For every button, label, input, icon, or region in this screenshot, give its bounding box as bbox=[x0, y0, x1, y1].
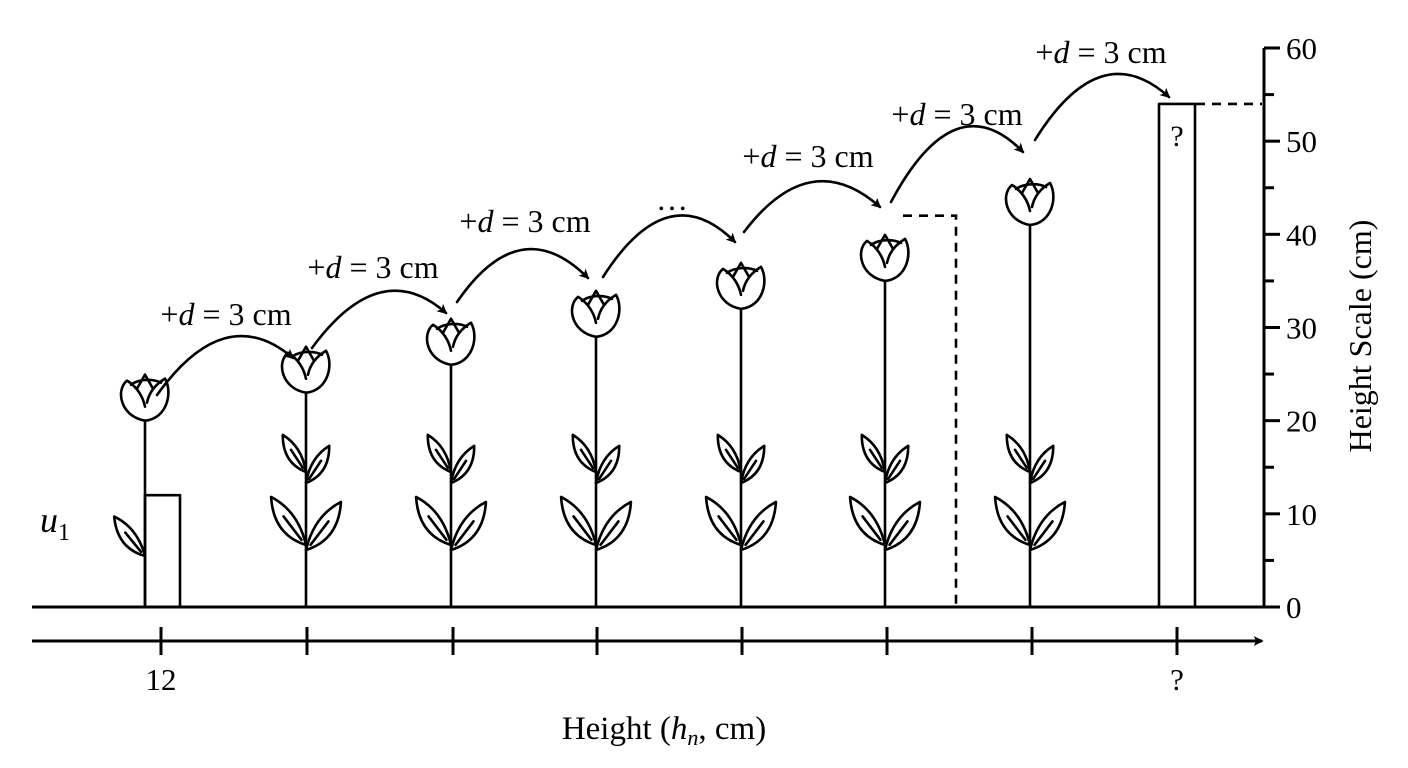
leaf-icon bbox=[269, 495, 308, 547]
difference-arrow bbox=[1033, 72, 1171, 142]
leaf-icon bbox=[281, 433, 308, 474]
difference-arrows bbox=[155, 72, 1171, 397]
leaf-icon bbox=[883, 500, 922, 552]
tulip-flower-icon bbox=[715, 261, 766, 311]
difference-arrow bbox=[742, 179, 882, 234]
difference-label: +d = 3 cm bbox=[1035, 34, 1166, 70]
leaf-icon bbox=[704, 495, 743, 547]
leaf-icon bbox=[449, 444, 476, 485]
leaf-icon bbox=[860, 433, 887, 474]
height-scale-title: Height Scale (cm) bbox=[1342, 220, 1378, 453]
tulip-flower-icon bbox=[1004, 177, 1055, 227]
leaf-icon bbox=[594, 500, 633, 552]
plant-7 bbox=[993, 177, 1067, 609]
height-scale-tick-label: 10 bbox=[1286, 497, 1317, 532]
difference-label: +d = 3 cm bbox=[742, 138, 873, 174]
leaf-icon bbox=[571, 433, 598, 474]
plant-3 bbox=[414, 317, 488, 609]
plant-6 bbox=[848, 233, 922, 609]
tulip-flower-icon bbox=[570, 289, 621, 339]
height-scale-tick-label: 0 bbox=[1286, 590, 1302, 625]
leaf-icon bbox=[449, 500, 488, 552]
difference-arrow bbox=[310, 289, 448, 350]
difference-label: +d = 3 cm bbox=[307, 249, 438, 285]
difference-arrow bbox=[455, 247, 590, 304]
leaf-icon bbox=[1028, 500, 1067, 552]
height-scale-ticks bbox=[1264, 46, 1280, 609]
leaf-icon bbox=[304, 500, 343, 552]
leaf-icon bbox=[993, 495, 1032, 547]
reference-dashed-line bbox=[903, 214, 958, 607]
height-scale-tick-label: 50 bbox=[1286, 124, 1317, 159]
height-axis-tick-labels: 12? bbox=[146, 662, 1184, 697]
plant-2 bbox=[269, 345, 343, 609]
leaf-icon bbox=[426, 433, 453, 474]
tulip-flower-icon bbox=[119, 373, 170, 422]
plant-4 bbox=[559, 289, 633, 609]
leaf-icon bbox=[716, 433, 743, 474]
height-axis-tick-label: ? bbox=[1170, 662, 1184, 697]
leaf-icon bbox=[414, 495, 453, 547]
height-axis-tick-label: 12 bbox=[146, 662, 177, 697]
difference-label: +d = 3 cm bbox=[459, 203, 590, 239]
tulip-plants bbox=[112, 177, 1067, 609]
height-scale-tick-labels: 0 10 20 30 40 50 60 bbox=[1286, 31, 1317, 625]
leaf-icon bbox=[739, 444, 766, 485]
leaf-icon bbox=[848, 495, 887, 547]
difference-label: +d = 3 cm bbox=[160, 296, 291, 332]
plant-1 bbox=[112, 373, 170, 609]
leaf-icon bbox=[739, 500, 778, 552]
tulip-flower-icon bbox=[425, 317, 476, 367]
plant-5 bbox=[704, 261, 778, 609]
leaf-icon bbox=[1005, 433, 1032, 474]
height-scale-tick-label: 30 bbox=[1286, 311, 1317, 346]
height-axis-ticks bbox=[159, 627, 1179, 655]
leaf-icon bbox=[112, 515, 147, 558]
first-term-bar bbox=[143, 493, 182, 609]
difference-labels: +d = 3 cm +d = 3 cm +d = 3 cm +d = 3 cm +d =… bbox=[160, 34, 1166, 332]
leaf-icon bbox=[304, 444, 331, 485]
leaf-icon bbox=[559, 495, 598, 547]
leaf-icon bbox=[883, 444, 910, 485]
leaf-icon bbox=[1028, 444, 1055, 485]
height-axis-title: Height (hn, cm) bbox=[562, 711, 766, 750]
height-scale-tick-label: 60 bbox=[1286, 31, 1317, 66]
first-term-label: u1 bbox=[40, 500, 70, 546]
unknown-term-bar bbox=[1157, 102, 1197, 609]
tulip-flower-icon bbox=[859, 233, 910, 283]
difference-arrow bbox=[155, 334, 295, 397]
unknown-term-bar-label: ? bbox=[1170, 120, 1183, 153]
height-scale-tick-label: 20 bbox=[1286, 404, 1317, 439]
difference-label: +d = 3 cm bbox=[891, 96, 1022, 132]
ellipsis-label: … bbox=[656, 181, 688, 217]
leaf-icon bbox=[594, 444, 621, 485]
height-scale-tick-label: 40 bbox=[1286, 217, 1317, 252]
difference-arrow bbox=[601, 214, 737, 279]
difference-arrow bbox=[889, 125, 1025, 204]
